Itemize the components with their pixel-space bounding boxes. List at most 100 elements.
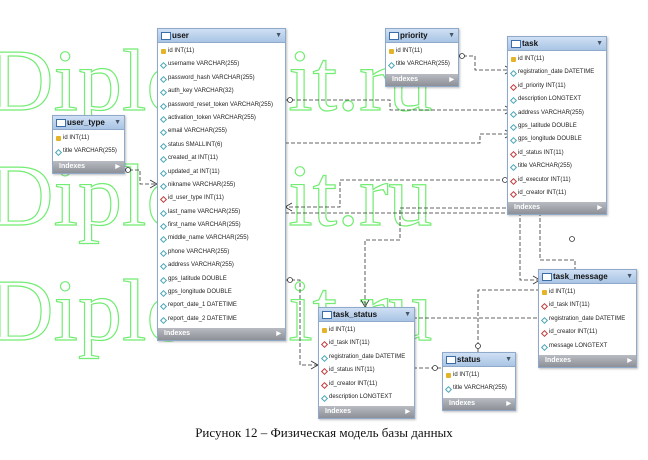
table-status[interactable]: status ▼ id INT(11) title VARCHAR(255) In…	[442, 352, 516, 411]
expand-arrow-icon[interactable]: ▶	[276, 331, 281, 338]
expand-arrow-icon[interactable]: ▶	[115, 163, 120, 170]
table-column[interactable]: registration_date DATETIME	[319, 351, 414, 364]
table-column[interactable]: title VARCHAR(255)	[53, 145, 124, 158]
table-column[interactable]: auth_key VARCHAR(32)	[158, 85, 285, 98]
connector-circle	[287, 277, 293, 283]
table-column[interactable]: id_task INT(11)	[539, 299, 636, 312]
table-column[interactable]: report_date_2 DATETIME	[158, 313, 285, 326]
table-header[interactable]: task_status ▼	[319, 308, 414, 322]
table-column[interactable]: id INT(11)	[539, 286, 636, 299]
column-label: gps_longitude DOUBLE	[168, 289, 232, 296]
expand-arrow-icon[interactable]: ▶	[405, 409, 410, 416]
indexes-bar[interactable]: Indexes ▶	[508, 202, 606, 215]
table-column[interactable]: description LONGTEXT	[319, 391, 414, 404]
expand-arrow-icon[interactable]: ▶	[597, 205, 602, 212]
table-column[interactable]: status SMALLINT(6)	[158, 139, 285, 152]
table-column[interactable]: id_creator INT(11)	[539, 326, 636, 339]
table-column[interactable]: id_user_type INT(11)	[158, 192, 285, 205]
table-priority[interactable]: priority ▼ id INT(11)title VARCHAR(255) …	[385, 28, 459, 87]
column-label: id INT(11)	[518, 56, 545, 62]
table-header[interactable]: task_message ▼	[539, 270, 636, 284]
table-column[interactable]: id_creator INT(11)	[508, 187, 606, 200]
indexes-bar[interactable]: Indexes ▶	[539, 354, 636, 367]
table-column[interactable]: password_reset_token VARCHAR(255)	[158, 99, 285, 112]
table-task-status[interactable]: task_status ▼ id INT(11)id_task INT(11)r…	[318, 307, 415, 420]
table-column[interactable]: username VARCHAR(255)	[158, 58, 285, 71]
table-header[interactable]: priority ▼	[386, 29, 458, 43]
chevron-down-icon[interactable]: ▼	[448, 32, 455, 39]
chevron-down-icon[interactable]: ▼	[626, 273, 633, 280]
table-column[interactable]: phone VARCHAR(255)	[158, 246, 285, 259]
table-user[interactable]: user ▼ id INT(11)username VARCHAR(255)pa…	[157, 28, 286, 342]
indexes-bar[interactable]: Indexes ▶	[158, 328, 285, 341]
indexes-bar[interactable]: Indexes ▶	[443, 397, 515, 410]
table-header[interactable]: user ▼	[158, 29, 285, 43]
column-label: title VARCHAR(255)	[453, 385, 507, 392]
connector-circle	[459, 53, 465, 59]
table-column[interactable]: title VARCHAR(255)	[508, 160, 606, 173]
table-column[interactable]: id INT(11)	[319, 324, 414, 337]
table-column[interactable]: address VARCHAR(255)	[158, 259, 285, 272]
table-column[interactable]: gps_longitude DOUBLE	[158, 286, 285, 299]
expand-arrow-icon[interactable]: ▶	[449, 76, 454, 83]
table-column[interactable]: id INT(11)	[508, 53, 606, 66]
table-column[interactable]: registration_date DATETIME	[539, 313, 636, 326]
chevron-down-icon[interactable]: ▼	[275, 32, 282, 39]
table-column[interactable]: title VARCHAR(255)	[386, 58, 458, 71]
column-label: middle_name VARCHAR(255)	[168, 235, 249, 242]
indexes-bar[interactable]: Indexes ▶	[319, 406, 414, 419]
expand-arrow-icon[interactable]: ▶	[627, 357, 632, 364]
table-column[interactable]: created_at INT(11)	[158, 152, 285, 165]
table-column[interactable]: id_status INT(11)	[508, 147, 606, 160]
primary-key-icon	[389, 49, 394, 54]
table-column[interactable]: id_task INT(11)	[319, 337, 414, 350]
foreign-key-icon	[509, 150, 518, 158]
table-task[interactable]: task ▼ id INT(11) registration_date DATET…	[507, 36, 607, 216]
table-column[interactable]: id INT(11)	[158, 45, 285, 58]
table-column[interactable]: id_status INT(11)	[319, 364, 414, 377]
table-header[interactable]: user_type ▼	[53, 116, 124, 130]
foreign-key-icon	[159, 196, 168, 204]
table-column[interactable]: id INT(11)	[53, 132, 124, 145]
table-header[interactable]: status ▼	[443, 353, 515, 367]
table-column[interactable]: gps_latitude DOUBLE	[158, 273, 285, 286]
column-icon	[509, 70, 518, 78]
foreign-key-icon	[540, 303, 549, 311]
table-column[interactable]: middle_name VARCHAR(255)	[158, 232, 285, 245]
table-column[interactable]: updated_at INT(11)	[158, 166, 285, 179]
table-column[interactable]: first_name VARCHAR(255)	[158, 219, 285, 232]
table-column[interactable]: email VARCHAR(255)	[158, 125, 285, 138]
table-column[interactable]: id INT(11)	[386, 45, 458, 58]
table-column[interactable]: address VARCHAR(255)	[508, 107, 606, 120]
chevron-down-icon[interactable]: ▼	[505, 356, 512, 363]
table-user-type[interactable]: user_type ▼ id INT(11)title VARCHAR(255)…	[52, 115, 125, 174]
table-task-message[interactable]: task_message ▼ id INT(11)id_task INT(11)…	[538, 269, 637, 368]
table-column[interactable]: description LONGTEXT	[508, 93, 606, 106]
table-column[interactable]: activation_token VARCHAR(255)	[158, 112, 285, 125]
expand-arrow-icon[interactable]: ▶	[506, 400, 511, 407]
table-column[interactable]: last_name VARCHAR(255)	[158, 206, 285, 219]
table-column[interactable]: id INT(11)	[443, 369, 515, 382]
table-column[interactable]: nikname VARCHAR(255)	[158, 179, 285, 192]
table-column[interactable]: report_date_1 DATETIME	[158, 299, 285, 312]
indexes-bar[interactable]: Indexes ▶	[53, 160, 124, 173]
indexes-bar[interactable]: Indexes ▶	[386, 73, 458, 86]
table-column[interactable]: message LONGTEXT	[539, 340, 636, 353]
table-header[interactable]: task ▼	[508, 37, 606, 51]
table-column[interactable]: id_creator INT(11)	[319, 378, 414, 391]
chevron-down-icon[interactable]: ▼	[404, 311, 411, 318]
column-list: id INT(11)title VARCHAR(255)	[386, 43, 458, 74]
column-label: id_executor INT(11)	[518, 176, 571, 183]
table-column[interactable]: title VARCHAR(255)	[443, 382, 515, 395]
table-column[interactable]: registration_date DATETIME	[508, 66, 606, 79]
indexes-label: Indexes	[449, 399, 476, 407]
table-column[interactable]: gps_longitude DOUBLE	[508, 133, 606, 146]
table-column[interactable]: id_executor INT(11)	[508, 174, 606, 187]
table-icon	[161, 32, 171, 40]
table-column[interactable]: id_priority INT(11)	[508, 80, 606, 93]
chevron-down-icon[interactable]: ▼	[114, 119, 121, 126]
table-column[interactable]: password_hash VARCHAR(255)	[158, 72, 285, 85]
table-column[interactable]: gps_latitude DOUBLE	[508, 120, 606, 133]
chevron-down-icon[interactable]: ▼	[596, 40, 603, 47]
rel-task-to-message	[539, 212, 576, 270]
